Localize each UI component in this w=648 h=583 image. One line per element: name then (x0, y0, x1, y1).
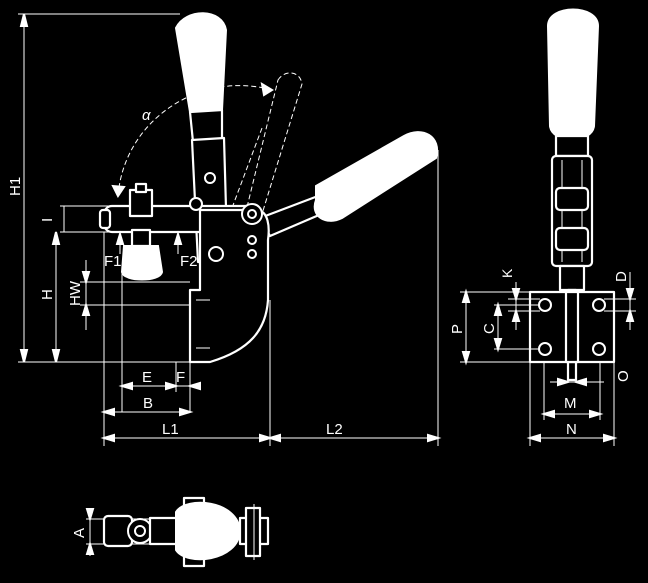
label-I: I (39, 218, 56, 222)
side-view (18, 12, 442, 446)
label-H: H (39, 289, 56, 300)
label-B: B (143, 395, 153, 412)
label-A: A (71, 528, 88, 538)
label-L2: L2 (326, 421, 343, 438)
label-F: F (176, 369, 185, 386)
handle-open (258, 131, 439, 238)
front-handle-grip (546, 8, 600, 141)
top-view (85, 496, 270, 568)
arc-arrow-end (260, 82, 274, 97)
label-L1: L1 (162, 421, 179, 438)
base-bracket (188, 197, 270, 364)
label-F1: F1 (104, 253, 122, 270)
dimension-labels: H1 I H HW F1 F2 α E F B L1 L2 K D P C O … (7, 107, 632, 538)
label-N: N (566, 421, 577, 438)
front-view (460, 8, 636, 446)
label-D: D (613, 271, 630, 282)
label-M: M (564, 395, 577, 412)
spindle-pad (120, 228, 164, 281)
label-O: O (615, 370, 632, 382)
label-HW: HW (67, 280, 84, 306)
label-alpha: α (142, 107, 151, 124)
label-F2: F2 (180, 253, 198, 270)
label-K: K (499, 268, 515, 278)
label-H1: H1 (7, 177, 24, 196)
label-C: C (481, 323, 498, 334)
label-E: E (142, 369, 152, 386)
label-P: P (449, 324, 466, 334)
opening-angle-arc (117, 85, 273, 197)
arc-arrow-start (111, 184, 126, 198)
